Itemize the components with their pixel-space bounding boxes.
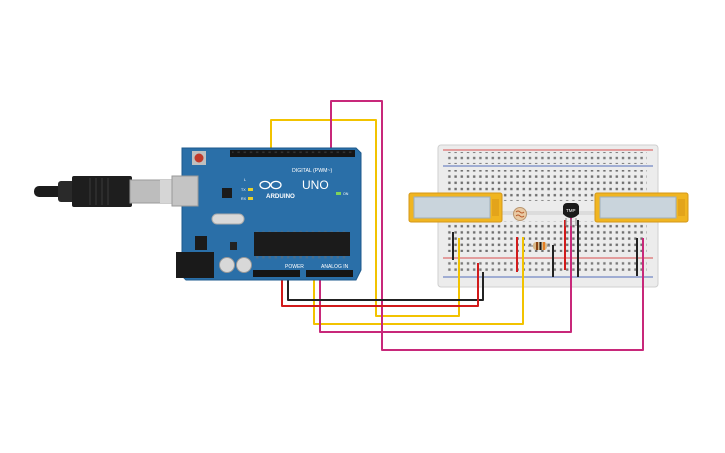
- arduino-uno-board[interactable]: ARDUINO UNO DIGITAL (PWM~) POWER ANALOG …: [171, 147, 362, 281]
- breadboard[interactable]: [437, 144, 659, 288]
- tx-label: TX: [241, 188, 246, 192]
- wire-magenta-d2[interactable]: [330, 100, 644, 351]
- reset-button-icon[interactable]: [192, 151, 206, 165]
- usb-plug-icon[interactable]: [34, 176, 185, 207]
- digital-label: DIGITAL (PWM~): [292, 168, 332, 174]
- board-model: UNO: [302, 178, 329, 192]
- arduino-logo: [259, 180, 282, 190]
- analog-label: ANALOG IN: [321, 264, 349, 270]
- board-brand: ARDUINO: [266, 193, 295, 200]
- l-label: L: [244, 178, 246, 182]
- resistor-icon[interactable]: [528, 242, 550, 250]
- wire-red-5v[interactable]: [281, 263, 479, 307]
- power-label: POWER: [285, 264, 304, 270]
- wire-magenta-a1[interactable]: [319, 218, 572, 333]
- wire-yellow-a0[interactable]: [313, 254, 524, 325]
- rx-label: RX: [241, 197, 247, 201]
- temperature-sensor-icon[interactable]: TMP: [563, 203, 579, 226]
- on-label: ON: [343, 192, 349, 196]
- lcd-display-left[interactable]: [408, 192, 503, 223]
- sensor-label: TMP: [566, 208, 576, 213]
- wire-black-gnd[interactable]: [287, 272, 484, 301]
- lcd-display-right[interactable]: [594, 192, 689, 223]
- wires: [270, 100, 644, 351]
- photoresistor-icon[interactable]: [513, 207, 527, 221]
